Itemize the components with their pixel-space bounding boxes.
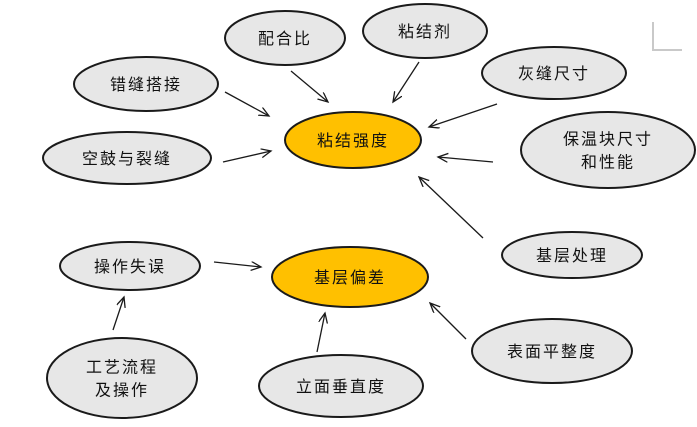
node-label-operation-error: 操作失误 (94, 257, 166, 276)
node-operation-error: 操作失误 (59, 241, 201, 291)
node-shape-operation-error (59, 241, 201, 291)
node-shape-hollowing-cracks (42, 131, 212, 185)
arrow-mortar-joint-size-to-bond-strength (429, 103, 498, 127)
arrow-insulation-block-to-bond-strength (438, 157, 494, 163)
node-shape-process-operation (46, 337, 198, 419)
node-label-base-deviation: 基层偏差 (314, 268, 386, 287)
node-facade-verticality: 立面垂直度 (258, 354, 424, 418)
node-label-mortar-joint-size: 灰缝尺寸 (518, 64, 590, 83)
node-label-staggered-joints: 错缝搭接 (110, 75, 182, 94)
node-shape-facade-verticality (258, 354, 424, 418)
node-staggered-joints: 错缝搭接 (73, 56, 219, 112)
node-mortar-joint-size: 灰缝尺寸 (481, 46, 627, 100)
edges-layer (112, 61, 498, 353)
node-shape-base-treatment (501, 231, 643, 279)
arrow-base-treatment-to-bond-strength (419, 177, 484, 239)
node-shape-base-deviation (271, 246, 429, 308)
node-label-insulation-block: 保温块尺寸和性能 (563, 130, 653, 172)
node-label-facade-verticality: 立面垂直度 (296, 377, 386, 396)
node-hollowing-cracks: 空鼓与裂缝 (42, 131, 212, 185)
node-shape-mix-ratio (224, 10, 346, 66)
node-label-base-treatment: 基层处理 (536, 246, 608, 265)
node-adhesive: 粘结剂 (362, 3, 488, 59)
node-shape-adhesive (362, 3, 488, 59)
arrow-staggered-joints-to-bond-strength (224, 91, 269, 116)
node-label-adhesive: 粘结剂 (398, 22, 452, 41)
node-bond-strength: 粘结强度 (284, 111, 422, 169)
corner-crop-mark (652, 22, 682, 51)
node-shape-staggered-joints (73, 56, 219, 112)
arrow-surface-flatness-to-base-deviation (430, 303, 467, 340)
node-shape-bond-strength (284, 111, 422, 169)
node-shape-mortar-joint-size (481, 46, 627, 100)
arrow-adhesive-to-bond-strength (393, 61, 420, 102)
node-label-surface-flatness: 表面平整度 (507, 342, 597, 361)
node-label-mix-ratio: 配合比 (258, 29, 312, 48)
node-shape-surface-flatness (471, 318, 633, 384)
arrow-hollowing-cracks-to-bond-strength (222, 151, 271, 163)
node-label-process-operation: 工艺流程及操作 (86, 358, 158, 400)
node-label-bond-strength: 粘结强度 (317, 131, 389, 150)
node-shape-insulation-block (520, 111, 696, 189)
arrow-mix-ratio-to-bond-strength (290, 70, 328, 102)
node-base-treatment: 基层处理 (501, 231, 643, 279)
node-process-operation: 工艺流程及操作 (46, 337, 198, 419)
node-label-hollowing-cracks: 空鼓与裂缝 (82, 149, 172, 168)
node-base-deviation: 基层偏差 (271, 246, 429, 308)
node-insulation-block: 保温块尺寸和性能 (520, 111, 696, 189)
arrow-process-operation-to-operation-error (112, 297, 124, 331)
arrow-facade-verticality-to-base-deviation (316, 313, 325, 353)
arrow-operation-error-to-base-deviation (213, 261, 261, 267)
node-surface-flatness: 表面平整度 (471, 318, 633, 384)
node-mix-ratio: 配合比 (224, 10, 346, 66)
